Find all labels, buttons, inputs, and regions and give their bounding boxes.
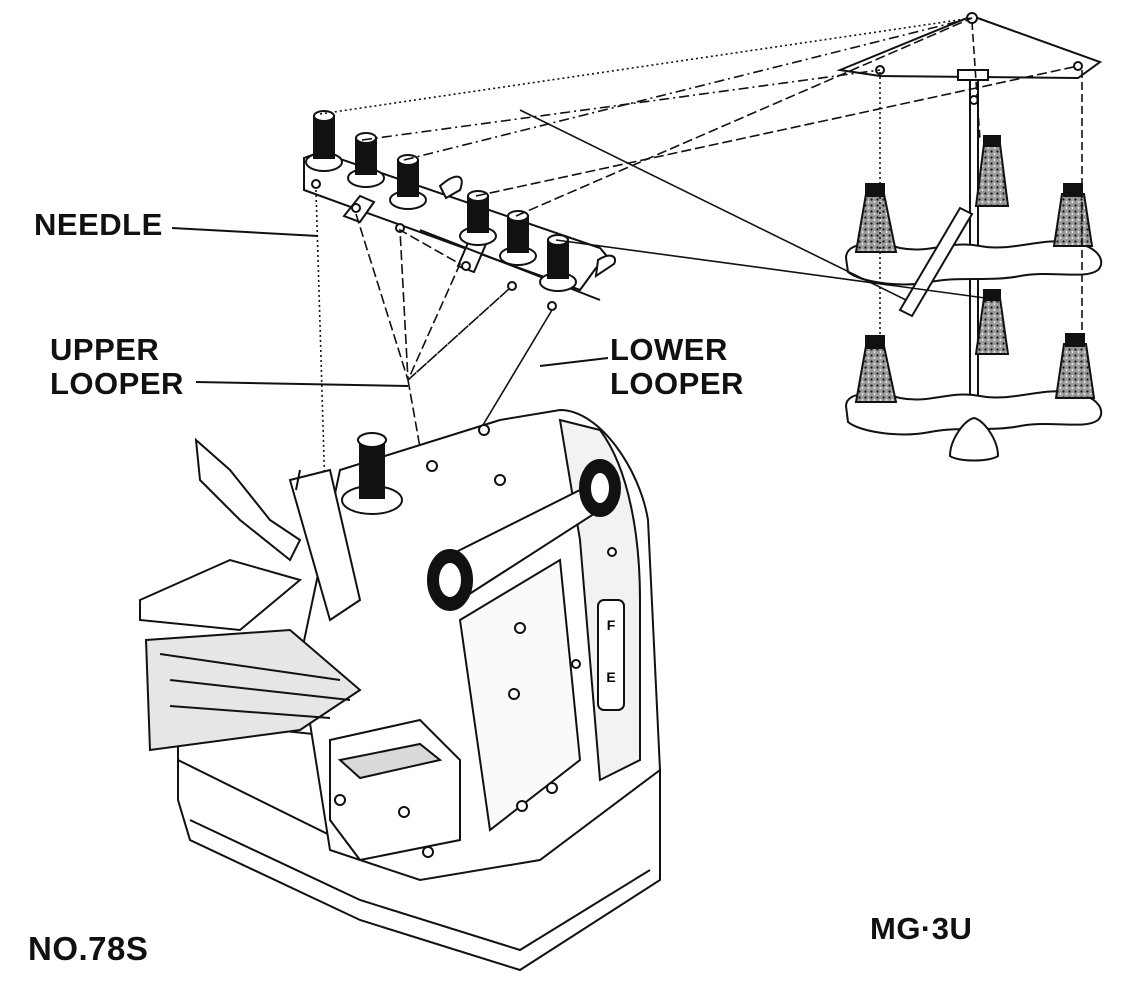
pulley-wheel <box>579 459 621 517</box>
cone <box>974 135 1010 207</box>
scale-mark-bottom: E <box>606 669 615 685</box>
stitch-scale-plate <box>597 599 625 711</box>
tension-dial <box>499 210 537 266</box>
overlock-machine <box>139 408 662 972</box>
stand-code-label: MG·3U <box>870 912 972 946</box>
pulley-wheel <box>427 549 473 611</box>
label-leaders <box>171 227 609 387</box>
needle-label-text: NEEDLE <box>34 207 163 242</box>
tension-dial <box>305 110 343 172</box>
upper-looper-label-line1: UPPER <box>50 332 160 367</box>
upper-looper-label-line2: LOOPER <box>50 366 184 401</box>
presser-lever <box>194 437 302 562</box>
cone <box>1052 183 1094 247</box>
lower-looper-label-line2: LOOPER <box>610 366 744 401</box>
needle-leader <box>171 227 319 237</box>
cloth-plate <box>139 558 303 632</box>
cone <box>974 289 1010 355</box>
looper-cover <box>329 718 461 862</box>
cone <box>854 183 898 253</box>
needle-label: NEEDLE <box>34 208 163 242</box>
upper-looper-label: UPPER LOOPER <box>50 333 184 401</box>
lower-looper-label: LOWER LOOPER <box>610 333 744 401</box>
stand-code-text: MG·3U <box>870 911 973 946</box>
tension-dial <box>347 132 385 188</box>
scale-mark-top: F <box>607 617 616 633</box>
tension-dial <box>539 234 577 292</box>
tension-dials <box>305 110 577 292</box>
cone <box>854 335 898 403</box>
tension-dial <box>459 190 497 246</box>
cone <box>1054 333 1096 399</box>
model-number-text: NO.78S <box>28 930 149 967</box>
lower-looper-leader <box>539 357 609 367</box>
body-tension-dial <box>341 432 403 515</box>
lower-looper-label-line1: LOWER <box>610 332 728 367</box>
upper-looper-leader <box>195 381 409 387</box>
model-number-label: NO.78S <box>28 932 148 966</box>
